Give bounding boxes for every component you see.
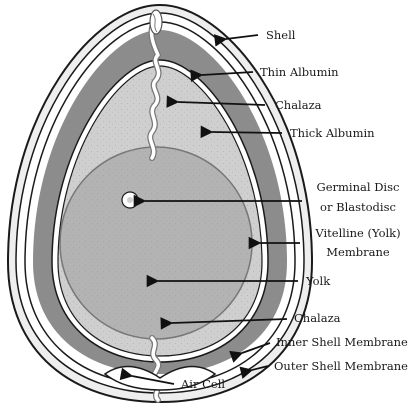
label-inner-shell-membrane: Inner Shell Membrane: [276, 335, 408, 349]
label-thick-albumin: Thick Albumin: [290, 126, 375, 140]
thick-albumin-arrow: [212, 132, 282, 133]
label-yolk: Yolk: [305, 274, 331, 288]
shell-arrow: [226, 35, 258, 39]
label-chalaza-bottom: Chalaza: [294, 311, 341, 325]
label-outer-shell-membrane: Outer Shell Membrane: [274, 359, 408, 373]
label-thin-albumin: Thin Albumin: [260, 65, 339, 79]
label-air-cell: Air Cell: [180, 377, 225, 391]
label-vitelline-membrane: Membrane: [326, 245, 390, 259]
label-blastodisc: or Blastodisc: [320, 200, 396, 214]
label-shell: Shell: [266, 28, 296, 42]
label-germinal-disc: Germinal Disc: [317, 180, 400, 194]
label-chalaza-top: Chalaza: [275, 98, 322, 112]
label-vitelline: Vitelline (Yolk): [314, 226, 400, 240]
